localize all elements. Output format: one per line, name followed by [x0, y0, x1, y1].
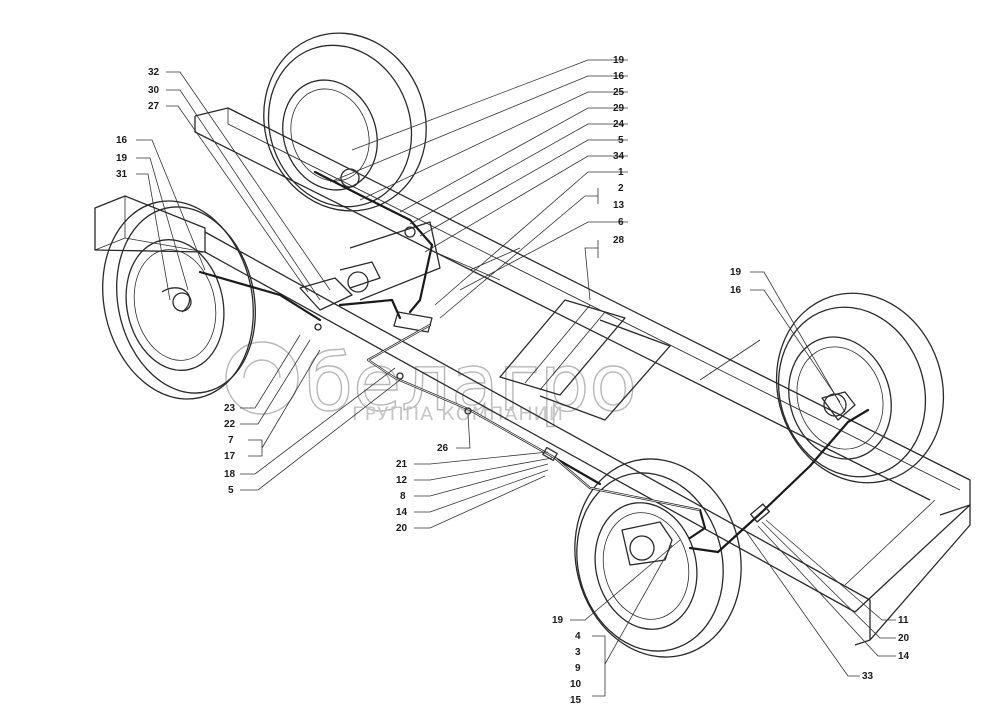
callout-label: 27 — [148, 101, 160, 112]
callout-label: 32 — [148, 67, 160, 78]
callout-label: 15 — [570, 695, 582, 706]
callout-label: 14 — [396, 507, 408, 518]
callout-label: 28 — [613, 235, 625, 246]
callout-label: 24 — [613, 119, 625, 130]
callout-label: 20 — [898, 633, 910, 644]
callout-label: 33 — [862, 671, 874, 682]
callout-label: 31 — [116, 169, 128, 180]
watermark-logo — [225, 341, 299, 415]
callout-label: 18 — [224, 469, 236, 480]
callout-label: 10 — [570, 679, 582, 690]
callout-label: 3 — [575, 647, 581, 658]
callout-label: 14 — [898, 651, 910, 662]
brake-lines — [198, 170, 870, 554]
callout-label: 20 — [396, 523, 408, 534]
callout-label: 19 — [552, 615, 564, 626]
callout-label: 29 — [613, 103, 625, 114]
callout-label: 22 — [224, 419, 236, 430]
callout-label: 8 — [400, 491, 406, 502]
callout-label: 34 — [613, 151, 625, 162]
callout-label: 17 — [224, 451, 236, 462]
callout-label: 9 — [575, 663, 581, 674]
callout-label: 4 — [575, 631, 581, 642]
wheel-rear-left — [574, 458, 742, 658]
callout-label: 19 — [116, 153, 128, 164]
callout-label: 16 — [116, 135, 128, 146]
callout-label: 1 — [618, 167, 624, 178]
callout-label: 16 — [613, 71, 625, 82]
callout-label: 12 — [396, 475, 408, 486]
callout-label: 26 — [437, 443, 449, 454]
callout-label: 16 — [730, 285, 742, 296]
wheel-rear-right — [775, 292, 945, 484]
brake-valve-assembly — [299, 221, 441, 333]
callout-label: 11 — [898, 615, 909, 626]
callout-labels: 19 16 25 29 24 5 34 1 2 13 6 28 32 30 27… — [116, 55, 910, 706]
callout-label: 13 — [613, 200, 625, 211]
watermark-tagline: ГРУППА КОМПАНИЙ — [352, 402, 564, 425]
callout-label: 25 — [613, 87, 625, 98]
wheel-front-right — [263, 32, 427, 212]
callout-label: 19 — [730, 267, 742, 278]
callout-leaders — [136, 59, 896, 697]
chassis-frame — [94, 107, 971, 646]
watermark: белагро ГРУППА КОМПАНИЙ — [225, 338, 638, 430]
callout-label: 19 — [613, 55, 625, 66]
callout-label: 5 — [618, 135, 624, 146]
callout-label: 6 — [618, 217, 624, 228]
callout-label: 2 — [618, 183, 624, 194]
wheel-front-left — [102, 200, 256, 400]
callout-label: 5 — [228, 485, 234, 496]
watermark-brand: белагро — [305, 339, 637, 429]
callout-label: 23 — [224, 403, 236, 414]
callout-label: 21 — [396, 459, 408, 470]
callout-label: 30 — [148, 85, 160, 96]
callout-label: 7 — [228, 435, 234, 446]
